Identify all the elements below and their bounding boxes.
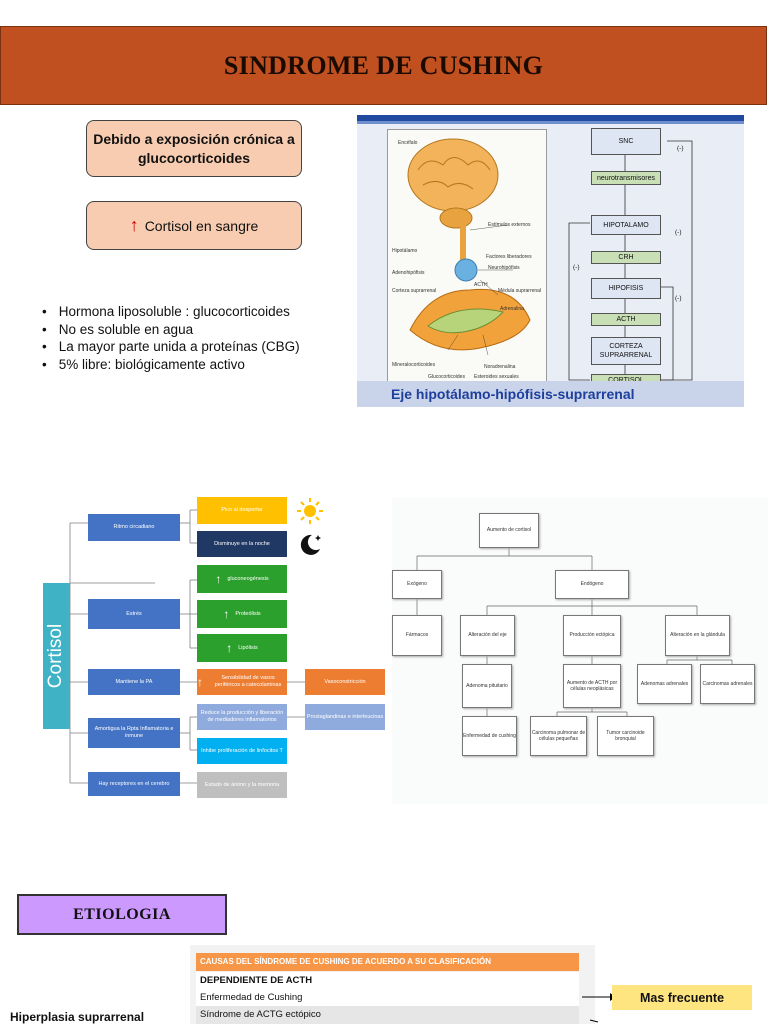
flow-corteza: CORTEZA SUPRARRENAL (591, 337, 661, 365)
table-header: CAUSAS DEL SÍNDROME DE CUSHING DE ACUERD… (196, 953, 579, 971)
figure-caption: Eje hipotálamo-hipófisis-suprarrenal (357, 381, 744, 407)
leaf-reduce: Reduce la producción y liberación de med… (197, 704, 287, 730)
up-arrow-icon: ↑ (129, 215, 139, 235)
list-item: No es soluble en agua (42, 321, 300, 339)
label-glucocorticoides: Glucocorticoides (428, 374, 465, 380)
flow-acth: ACTH (591, 313, 661, 326)
label-neurohipofisis: Neurohipófisis (488, 265, 520, 271)
tree-enfermedad-cushing: Enfermedad de cushing (462, 716, 517, 756)
list-item: La mayor parte unida a proteínas (CBG) (42, 338, 300, 356)
title-banner: SINDROME DE CUSHING (0, 26, 767, 105)
label-noradrenalina: Noradrenalina (484, 364, 516, 370)
leaf-vasoconstriccion: Vasoconstricción (305, 669, 385, 695)
table-row: Síndrome de ACTG ectópico (196, 1006, 579, 1024)
leaf-estado: Estado de ánimo y la memoria (197, 772, 287, 798)
mas-frecuente-callout: Mas frecuente (612, 985, 752, 1010)
tree-root: Aumento de cortisol (479, 513, 539, 548)
arrow-connector (582, 993, 616, 1023)
cortisol-text: Cortisol en sangre (144, 217, 259, 234)
tree-acth-neoplasicas: Aumento de ACTH por células neoplásicas (563, 664, 621, 708)
figure-top-bar (357, 115, 744, 121)
leaf-disminuye: Disminuye en la noche (197, 531, 287, 557)
label-esteroides: Esteroides sexuales (474, 374, 519, 380)
cortisol-cause-tree: Aumento de cortisol Exógeno Endógeno Fár… (392, 498, 768, 804)
feedback-label: (-) (675, 229, 682, 236)
up-arrow-icon: ↑ (215, 571, 222, 586)
branch-estres: Estrés (88, 599, 180, 629)
label-mineralocorticoides: Mineralocorticoides (392, 362, 436, 368)
tree-produccion-ectopica: Producción ectópica (563, 615, 621, 656)
list-item: Hormona liposoluble : glucocorticoides (42, 303, 300, 321)
list-item: 5% libre: biológicamente activo (42, 356, 300, 374)
leaf-lipolisis: ↑Lipólisis (197, 634, 287, 662)
label-acth: ACTH (474, 282, 488, 288)
label-estimulos: Estímulos externos (488, 222, 531, 228)
anatomy-drawing (407, 138, 531, 356)
feedback-label: (-) (677, 145, 684, 152)
cortisol-mindmap (40, 493, 390, 803)
feedback-label: (-) (573, 264, 580, 271)
mindmap-connectors (69, 509, 305, 784)
up-arrow-icon: ↑ (197, 674, 203, 689)
leaf-pico: Pico al despertar (197, 497, 287, 524)
label-corteza: Corteza suprarrenal (392, 288, 437, 294)
causes-table: CAUSAS DEL SÍNDROME DE CUSHING DE ACUERD… (190, 945, 595, 1024)
label-hipotalamo: Hipotálamo (392, 248, 418, 254)
flow-hipofisis: HIPOFISIS (591, 278, 661, 299)
branch-ritmo: Ritmo circadiano (88, 514, 180, 541)
hiperplasia-label: Hiperplasia suprarrenal (10, 1010, 145, 1024)
tree-adenoma: Adenoma pituitario (462, 664, 512, 708)
up-arrow-icon: ↑ (223, 606, 230, 621)
anatomy-illustration: Encéfalo Estímulos externos Hipotálamo F… (387, 129, 547, 383)
hpa-axis-figure: Encéfalo Estímulos externos Hipotálamo F… (357, 115, 744, 407)
cortisol-box: ↑ Cortisol en sangre (86, 201, 302, 250)
cortisol-root-label: Cortisol (43, 583, 70, 729)
tree-carcinoma-pulmonar: Carcinoma pulmonar de células pequeñas (530, 716, 587, 756)
tree-tumor-carcinoide: Tumor carcinoide bronquial (597, 716, 654, 756)
leaf-proteolisis: ↑Proteólisis (197, 600, 287, 628)
feedback-label: (-) (675, 295, 682, 302)
moon-icon (300, 534, 321, 555)
tree-exogeno: Exógeno (392, 570, 442, 599)
leaf-sensibilidad: ↑Sensibilidad de vasos periféricos a cat… (197, 669, 287, 695)
flow-snc: SNC (591, 128, 661, 155)
figure-top-bar-accent (357, 121, 744, 124)
leaf-prostaglandinas: Prostaglandinas e interleucinas (305, 704, 385, 730)
tree-connectors (416, 548, 733, 716)
label-encefalo: Encéfalo (398, 140, 418, 146)
tree-farmacos: Fármacos (392, 615, 442, 656)
flow-hipotalamo: HIPOTALAMO (591, 215, 661, 235)
flow-neurotransmisores: neurotransmisores (591, 171, 661, 185)
hpa-flow-lines (568, 140, 693, 381)
leaf-inhibe: Inhibe proliferación de linfocitos T (197, 738, 287, 764)
branch-amortigua: Amortigua la Rpta Inflamatoria e inmune (88, 718, 180, 748)
label-factores: Factores liberadores (486, 254, 532, 260)
label-adenohipofisis: Adenohipófisis (392, 270, 425, 276)
exposure-box: Debido a exposición crónica a glucocorti… (86, 120, 302, 177)
sun-icon (297, 498, 323, 524)
branch-receptores: Hay receptores en el cerebro (88, 772, 180, 796)
table-row: DEPENDIENTE DE ACTH (196, 972, 579, 990)
label-medula: Médula suprarrenal (498, 288, 542, 294)
exposure-text: Debido a exposición crónica a glucocorti… (93, 130, 295, 166)
leaf-gluconeogenesis: ↑gluconeogénesis (197, 565, 287, 593)
tree-adenomas-adrenales: Adenomas adrenales (637, 664, 692, 704)
tree-endogeno: Endógeno (555, 570, 629, 599)
label-adrenalina: Adrenalina (500, 306, 524, 312)
tree-alteracion-glandula: Alteración en la glándula (665, 615, 730, 656)
tree-alteracion-eje: Alteración del eje (460, 615, 515, 656)
table-row: Enfermedad de Cushing (196, 989, 579, 1007)
cortisol-facts-list: Hormona liposoluble : glucocorticoides N… (42, 303, 300, 373)
branch-pa: Mantiene la PA (88, 669, 180, 695)
flow-crh: CRH (591, 251, 661, 264)
tree-carcinomas-adrenales: Carcinomas adrenales (700, 664, 755, 704)
etiologia-heading: ETIOLOGIA (17, 894, 227, 935)
page-title: SINDROME DE CUSHING (223, 50, 544, 80)
up-arrow-icon: ↑ (226, 640, 233, 655)
